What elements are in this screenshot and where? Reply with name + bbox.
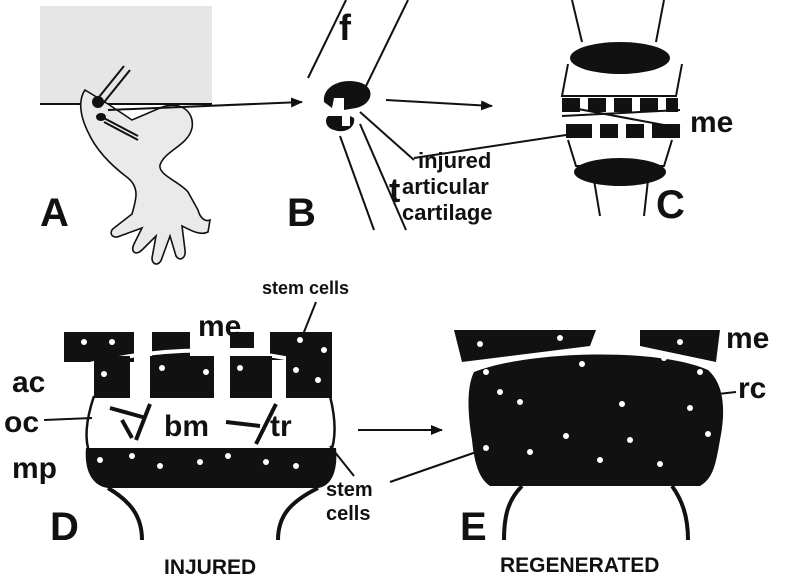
panel-d-letter: D [50,505,79,549]
panel-c-letter: C [656,183,685,227]
knee-joint-dot [92,96,104,108]
tibia-end-cap [574,158,666,186]
panel-d-me-label: me [198,310,241,343]
stem-cells-top-label: stem cells [262,278,349,298]
femur-outline [307,0,347,79]
panel-d-ac-label: ac [12,366,45,399]
hindlimb-silhouette [79,88,212,265]
articular-cartilage-3 [230,356,272,398]
femur-bone [94,65,125,103]
panel-e-rc-label: rc [738,372,766,405]
articular-cartilage-right [286,356,332,398]
meniscus-dashes [561,98,681,138]
injured-caption: INJURED [164,556,256,579]
panel-a-letter: A [40,191,69,235]
stem-cell-dots-e [477,335,711,467]
tibia-label: t [389,172,400,210]
panel-d: stem cells me ac oc bm tr mp [4,278,349,579]
tibial-plateau [326,116,355,132]
stem-cells-pointer-e [389,449,483,483]
regenerated-caption: REGENERATED [500,554,659,577]
panel-d-bm-label: bm [164,410,209,443]
regenerated-cartilage [468,354,724,486]
panel-e: me rc E REGENERATED [454,322,769,577]
cartilage-pointer [413,131,587,159]
articular-cartilage-2 [150,356,214,398]
panel-d-oc-label: oc [4,406,39,439]
meniscus-e-right [640,330,720,362]
body-region [40,6,212,104]
tr-marker [225,403,278,445]
bm-marker-left [109,403,152,441]
injury-label-line-3: cartilage [402,200,493,225]
stem-cell-dots-d [81,337,327,469]
femur-label: f [339,7,352,48]
arrow-a-to-b [107,97,303,111]
panel-d-mp-label: mp [12,452,57,485]
panel-b: f t injured articular cartilage B [287,0,493,235]
panel-e-me-label: me [726,322,769,355]
femur-end-cap [570,42,670,74]
panel-a: A [40,6,303,265]
arrow-b-to-c [385,99,493,111]
injury-pointer [359,111,415,161]
femoral-condyle [323,80,371,110]
panel-b-letter: B [287,191,316,235]
panel-c: me C [413,0,733,227]
stem-cells-bottom-line-2: cells [326,503,370,525]
tibia-bone [99,115,139,137]
panel-c-me-label: me [690,106,733,139]
stem-cells-bottom-line-1: stem [326,479,373,501]
articular-cartilage-left [94,356,130,398]
tibia-outline [339,135,375,231]
panel-e-letter: E [460,505,487,549]
panel-d-tr-label: tr [270,410,292,443]
metaphyseal-plate [85,448,337,488]
stem-cells-pointer-d [329,445,355,477]
injury-label-line-2: articular [402,174,489,199]
